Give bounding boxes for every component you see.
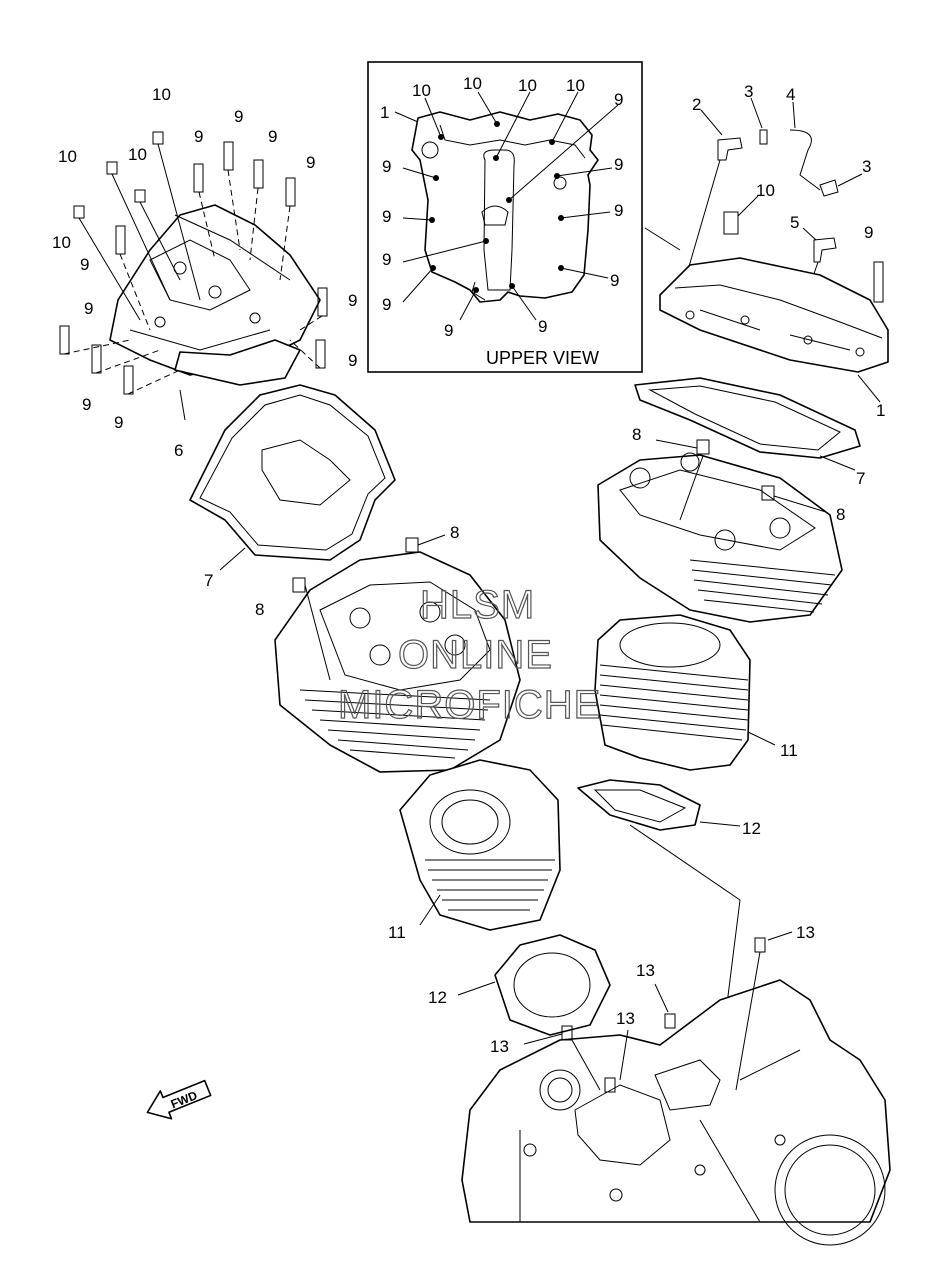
uv-callout-10: 10 [518, 76, 537, 95]
uv-callout-1: 1 [380, 103, 389, 122]
crankcase: 13 13 13 13 [461, 923, 891, 1246]
callout-8: 8 [255, 600, 264, 619]
callout-9: 9 [82, 395, 91, 414]
left-gasket: 7 [189, 384, 396, 590]
svg-text:ONLINE: ONLINE [398, 633, 553, 677]
watermark: HLSM ONLINE MICROFICHE [337, 582, 601, 727]
left-cylinder: 11 12 [388, 759, 611, 1036]
callout-4: 4 [786, 85, 795, 104]
callout-9: 9 [194, 127, 203, 146]
right-cylinder-head: 8 8 [597, 425, 845, 623]
uv-callout-9: 9 [610, 271, 619, 290]
svg-text:HLSM: HLSM [420, 583, 535, 627]
callout-7: 7 [856, 469, 865, 488]
left-cylinder-head: 8 8 [255, 523, 521, 773]
uv-callout-9: 9 [614, 155, 623, 174]
callout-8: 8 [836, 505, 845, 524]
callout-10: 10 [52, 233, 71, 252]
callout-9: 9 [234, 107, 243, 126]
uv-callout-9: 9 [382, 295, 391, 314]
uv-callout-9: 9 [382, 157, 391, 176]
callout-13: 13 [490, 1037, 509, 1056]
callout-2: 2 [692, 95, 701, 114]
callout-10: 10 [58, 147, 77, 166]
callout-12: 12 [742, 819, 761, 838]
callout-13: 13 [636, 961, 655, 980]
callout-7: 7 [204, 571, 213, 590]
callout-11: 11 [388, 923, 406, 942]
uv-callout-10: 10 [566, 76, 585, 95]
callout-10: 10 [128, 145, 147, 164]
callout-3: 3 [744, 82, 753, 101]
uv-callout-10: 10 [412, 81, 431, 100]
callout-10: 10 [756, 181, 775, 200]
uv-callout-9: 9 [382, 250, 391, 269]
callout-8: 8 [450, 523, 459, 542]
fwd-arrow-icon: FWD [146, 1079, 212, 1120]
callout-1: 1 [876, 401, 885, 420]
callout-8: 8 [632, 425, 641, 444]
callout-13: 13 [796, 923, 815, 942]
fwd-label: FWD [169, 1088, 200, 1111]
callout-9: 9 [864, 223, 873, 242]
callout-9: 9 [268, 127, 277, 146]
callout-6: 6 [174, 441, 183, 460]
right-rocker-cover: 1 [644, 227, 889, 420]
callout-9: 9 [348, 291, 357, 310]
callout-9: 9 [306, 153, 315, 172]
uv-callout-9: 9 [382, 207, 391, 226]
upper-view-caption: UPPER VIEW [486, 348, 599, 368]
callout-11: 11 [780, 741, 798, 760]
callout-10: 10 [152, 85, 171, 104]
callout-5: 5 [790, 213, 799, 232]
callout-9: 9 [114, 413, 123, 432]
right-cylinder: 11 12 [577, 614, 798, 1061]
svg-text:MICROFICHE: MICROFICHE [338, 683, 601, 727]
left-rocker-cover: 10 10 10 10 9 9 9 9 9 9 9 9 9 9 6 [52, 85, 357, 460]
upper-view-inset: 1 10 10 10 10 9 9 9 9 9 9 9 9 9 9 UPPER … [367, 61, 643, 373]
uv-callout-9: 9 [614, 90, 623, 109]
callout-3: 3 [862, 157, 871, 176]
callout-9: 9 [84, 299, 93, 318]
callout-13: 13 [616, 1009, 635, 1028]
callout-9: 9 [348, 351, 357, 370]
uv-callout-9: 9 [444, 321, 453, 340]
callout-9: 9 [80, 255, 89, 274]
uv-callout-9: 9 [614, 201, 623, 220]
right-gasket: 7 [634, 377, 865, 488]
uv-callout-10: 10 [463, 74, 482, 93]
uv-callout-9: 9 [538, 317, 547, 336]
callout-12: 12 [428, 988, 447, 1007]
